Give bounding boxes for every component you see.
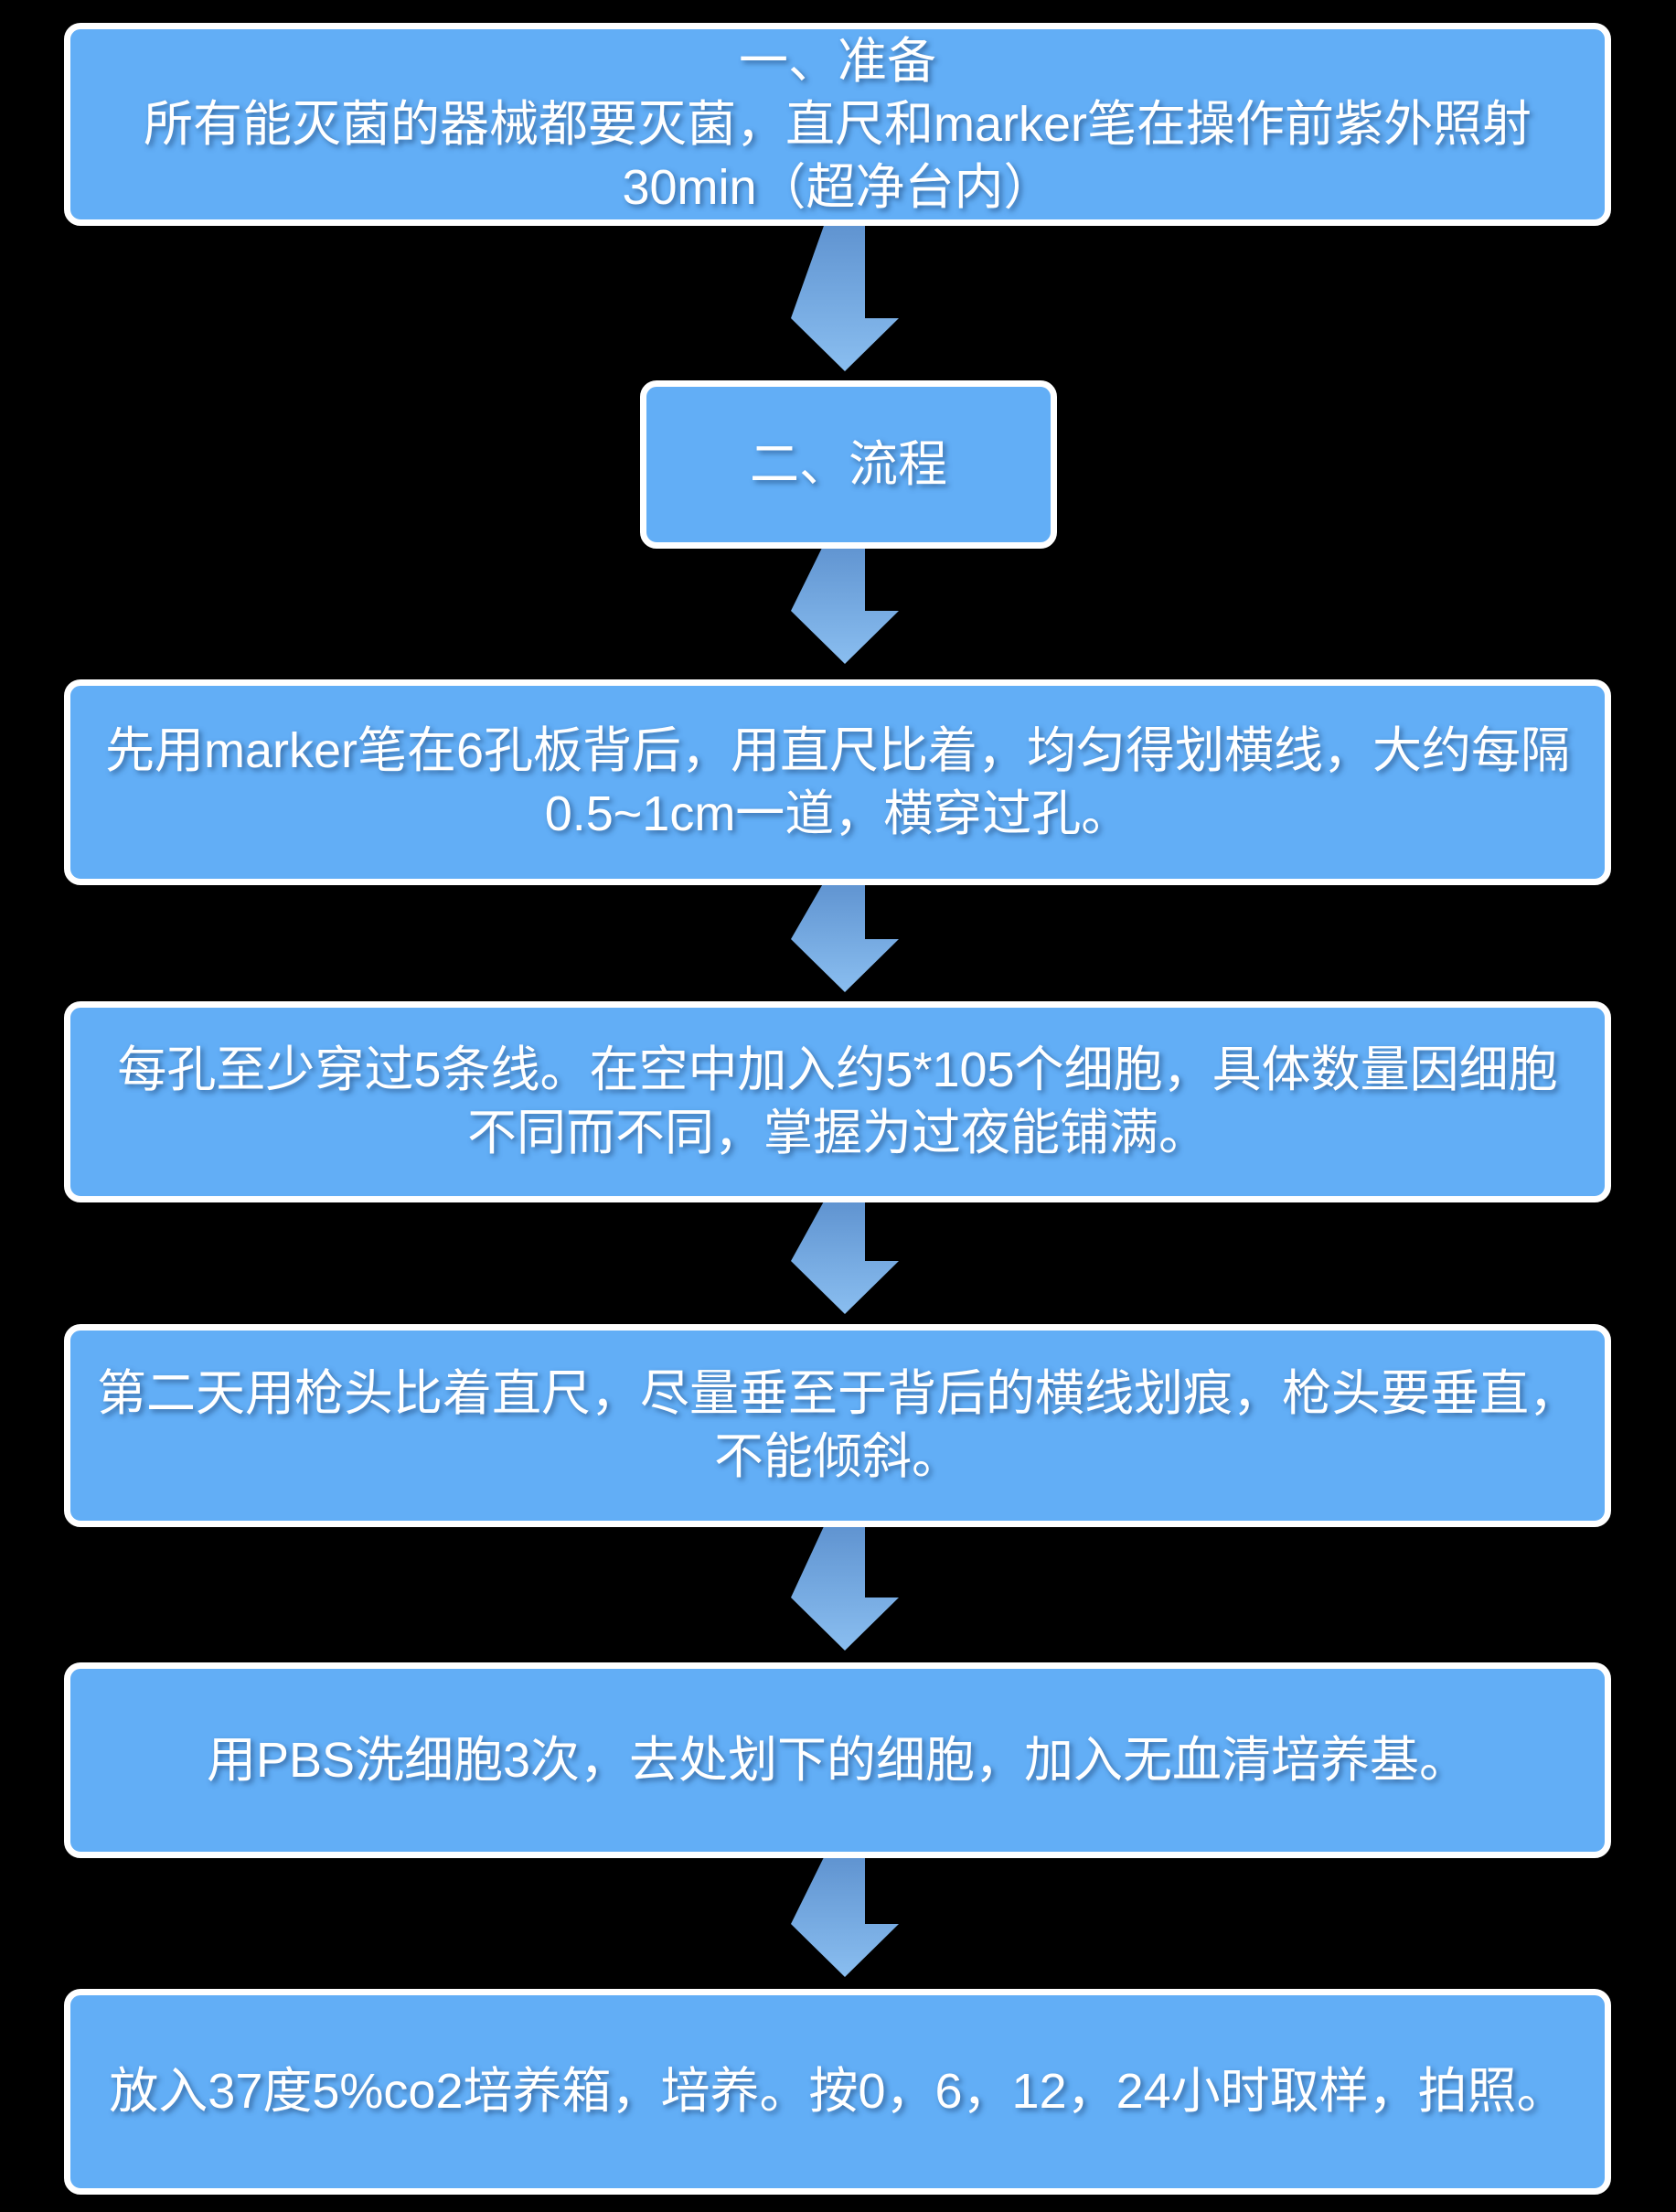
down-arrow-icon <box>791 1200 899 1314</box>
down-arrow-icon <box>791 1855 899 1977</box>
node-text-line: 不能倾斜。 <box>714 1429 961 1484</box>
node-text-line: 不同而不同，掌握为过夜能铺满。 <box>467 1106 1208 1160</box>
node-text-line: 第二天用枪头比着直尺，尽量垂至于背后的横线划痕，枪头要垂直， <box>97 1366 1578 1421</box>
node-text-line: 每孔至少穿过5条线。在空中加入约5*105个细胞，具体数量因细胞 <box>117 1042 1558 1097</box>
down-arrow-icon <box>791 542 899 664</box>
flow-node-wash-pbs: 用PBS洗细胞3次，去处划下的细胞，加入无血清培养基。 <box>64 1662 1611 1858</box>
node-text-line: 先用marker笔在6孔板背后，用直尺比着，均匀得划横线，大约每隔 <box>104 722 1571 778</box>
node-text-line: 一、准备 <box>739 33 936 89</box>
flow-node-prepare: 一、准备 所有能灭菌的器械都要灭菌，直尺和marker笔在操作前紫外照射 30m… <box>64 23 1611 226</box>
down-arrow-icon <box>791 1524 899 1651</box>
flow-node-process-title: 二、流程 <box>640 380 1057 549</box>
node-text-line: 0.5~1cm一道，横穿过孔。 <box>544 785 1131 841</box>
node-text-line: 放入37度5%co2培养箱，培养。按0，6，12，24小时取样，拍照。 <box>109 2064 1566 2119</box>
flow-node-seed-cells: 每孔至少穿过5条线。在空中加入约5*105个细胞，具体数量因细胞 不同而不同，掌… <box>64 1001 1611 1202</box>
node-text-line: 用PBS洗细胞3次，去处划下的细胞，加入无血清培养基。 <box>206 1732 1469 1788</box>
down-arrow-icon <box>791 881 899 992</box>
down-arrow-icon <box>791 223 899 371</box>
flow-node-incubate: 放入37度5%co2培养箱，培养。按0，6，12，24小时取样，拍照。 <box>64 1989 1611 2195</box>
node-text-line: 二、流程 <box>750 436 947 492</box>
node-text-line: 所有能灭菌的器械都要灭菌，直尺和marker笔在操作前紫外照射 <box>143 96 1532 152</box>
node-text-line: 30min（超净台内） <box>622 159 1053 215</box>
flow-node-draw-lines: 先用marker笔在6孔板背后，用直尺比着，均匀得划横线，大约每隔 0.5~1c… <box>64 679 1611 885</box>
flow-node-scratch: 第二天用枪头比着直尺，尽量垂至于背后的横线划痕，枪头要垂直， 不能倾斜。 <box>64 1324 1611 1527</box>
